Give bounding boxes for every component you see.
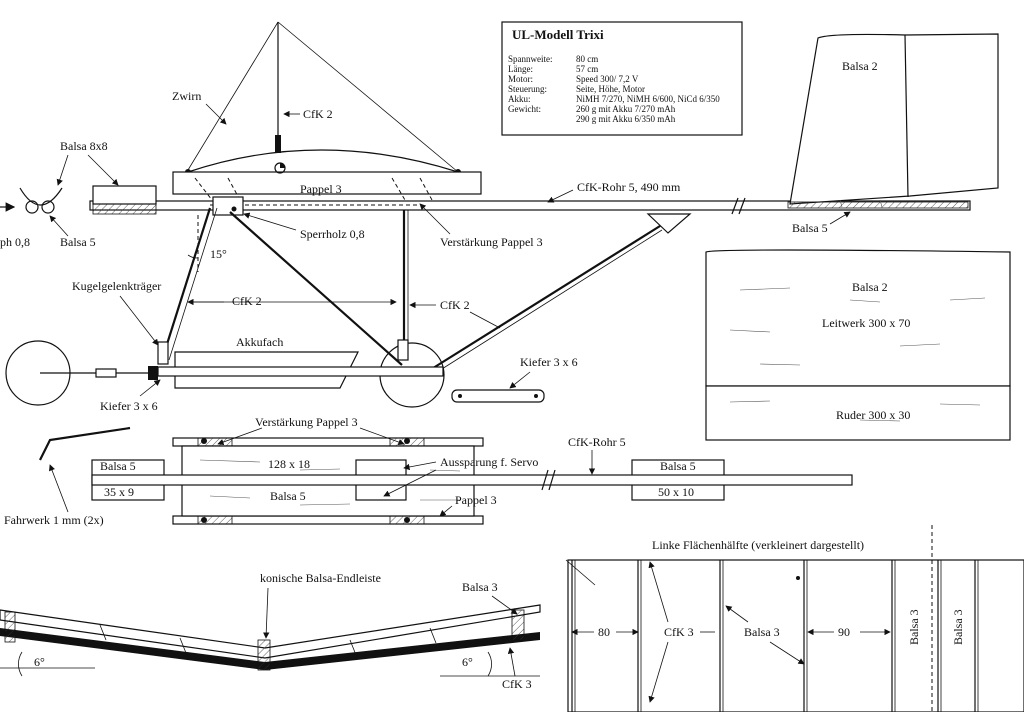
label-ruder: Ruder 300 x 30 (836, 408, 910, 422)
label-akkufach: Akkufach (236, 335, 283, 349)
nose-cross-section (19, 187, 63, 206)
title-text: UL-Modell Trixi (512, 27, 604, 42)
label-35x9: 35 x 9 (104, 485, 134, 499)
bracing-wire-left (187, 21, 279, 171)
title-row-key: Länge: (508, 64, 533, 74)
kingpost-base (275, 135, 281, 153)
title-row-key: Akku: (508, 94, 531, 104)
boom-top-view (91, 474, 853, 486)
label-pappel-3-bottom: Pappel 3 (455, 493, 497, 507)
label-cfk2-right: CfK 2 (440, 298, 470, 312)
label-verstaerkung-top: Verstärkung Pappel 3 (255, 415, 358, 429)
front-view-wing (0, 604, 541, 677)
label-balsa-5-c: Balsa 5 (660, 459, 696, 473)
title-row-value: 260 g mit Akku 7/270 mAh (576, 104, 676, 114)
label-cfk2-left: CfK 2 (232, 294, 262, 308)
title-row-value: 290 g mit Akku 6/350 mAh (576, 114, 676, 124)
label-zwirn: Zwirn (172, 89, 201, 103)
title-row-value: 57 cm (576, 64, 598, 74)
title-row-value: 80 cm (576, 54, 598, 64)
label-aussparung: Aussparung f. Servo (440, 455, 538, 469)
stabilizer-plan (705, 249, 1011, 441)
title-block-rows: Spannweite: 80 cm Länge: 57 cm Motor: Speed 3… (508, 54, 720, 124)
wing-plan (565, 525, 1024, 712)
label-angle-15: 15° (210, 247, 227, 261)
label-angle-6-left: 6° (34, 655, 45, 669)
bracing-wire-right (277, 21, 459, 173)
title-row-key: Spannweite: (508, 54, 553, 64)
label-balsa3-plan: Balsa 3 (744, 625, 780, 639)
label-50x10: 50 x 10 (658, 485, 694, 499)
title-row-key: Steuerung: (508, 84, 547, 94)
title-row-key: Motor: (508, 74, 533, 84)
label-90: 90 (838, 625, 850, 639)
wing-airfoil-curve (187, 149, 459, 173)
label-balsa-5-tail: Balsa 5 (792, 221, 828, 235)
label-cfk3-plan: CfK 3 (664, 625, 694, 639)
label-balsa-5-b: Balsa 5 (270, 489, 306, 503)
label-fahrwerk: Fahrwerk 1 mm (2x) (4, 513, 104, 527)
label-kiefer-right: Kiefer 3 x 6 (520, 355, 578, 369)
side-view (0, 21, 971, 408)
label-balsa-2-fin: Balsa 2 (842, 59, 878, 73)
wing-pappel-plate (172, 171, 482, 195)
label-kiefer-left: Kiefer 3 x 6 (100, 399, 158, 413)
label-kugelgelenktraeger: Kugelgelenkträger (72, 279, 161, 293)
label-balsa-3-wing: Balsa 3 (462, 580, 498, 594)
tail-strut (429, 225, 661, 371)
label-angle-6-right: 6° (462, 655, 473, 669)
balsa-8x8-block (92, 185, 157, 205)
label-verstaerkung-pappel: Verstärkung Pappel 3 (440, 235, 543, 249)
title-row-value: Speed 300/ 7,2 V (576, 74, 639, 84)
wing-plan-outline (567, 559, 1024, 712)
front-strut (160, 207, 212, 361)
label-80: 80 (598, 625, 610, 639)
title-row-key: Gewicht: (508, 104, 541, 114)
label-cfk-rohr-5: CfK-Rohr 5 (568, 435, 626, 449)
label-ph-08: ph 0,8 (0, 235, 30, 249)
label-cfk-3-front: CfK 3 (502, 677, 532, 691)
label-balsa-5-nose: Balsa 5 (60, 235, 96, 249)
kiefer-spar (157, 366, 444, 377)
title-block: UL-Modell Trixi Spannweite: 80 cm Länge: 57… (501, 21, 743, 136)
title-row-value: Seite, Höhe, Motor (576, 84, 645, 94)
label-sperrholz: Sperrholz 0,8 (300, 227, 365, 241)
tail-fin (787, 33, 999, 209)
landing-gear-wire (39, 426, 131, 461)
label-linke-flaechen: Linke Flächenhälfte (verkleinert dargest… (652, 538, 864, 552)
diagonal-strut (229, 211, 403, 366)
label-konische: konische Balsa-Endleiste (260, 571, 381, 585)
label-cfk-rohr-490: CfK-Rohr 5, 490 mm (577, 180, 681, 194)
tail-strut-fitting (646, 213, 692, 234)
label-balsa-2-stab: Balsa 2 (852, 280, 888, 294)
kiefer-part (451, 389, 545, 403)
title-row-value: NiMH 7/270, NiMH 6/600, NiCd 6/350 (576, 94, 720, 104)
sperrholz-fitting (212, 196, 244, 216)
label-balsa3-v2: Balsa 3 (951, 609, 965, 645)
fuselage-boom (89, 200, 971, 211)
labels: Zwirn CfK 2 Balsa 8x8 Pappel 3 CfK-Rohr … (0, 59, 965, 703)
top-view (39, 426, 853, 525)
label-cfk2-top: CfK 2 (303, 107, 333, 121)
label-pappel-3: Pappel 3 (300, 182, 342, 196)
label-128x18: 128 x 18 (268, 457, 310, 471)
label-balsa-8x8: Balsa 8x8 (60, 139, 108, 153)
wing-ribs (571, 560, 979, 712)
label-leitwerk: Leitwerk 300 x 70 (822, 316, 910, 330)
label-balsa3-v1: Balsa 3 (907, 609, 921, 645)
label-balsa-5-a: Balsa 5 (100, 459, 136, 473)
